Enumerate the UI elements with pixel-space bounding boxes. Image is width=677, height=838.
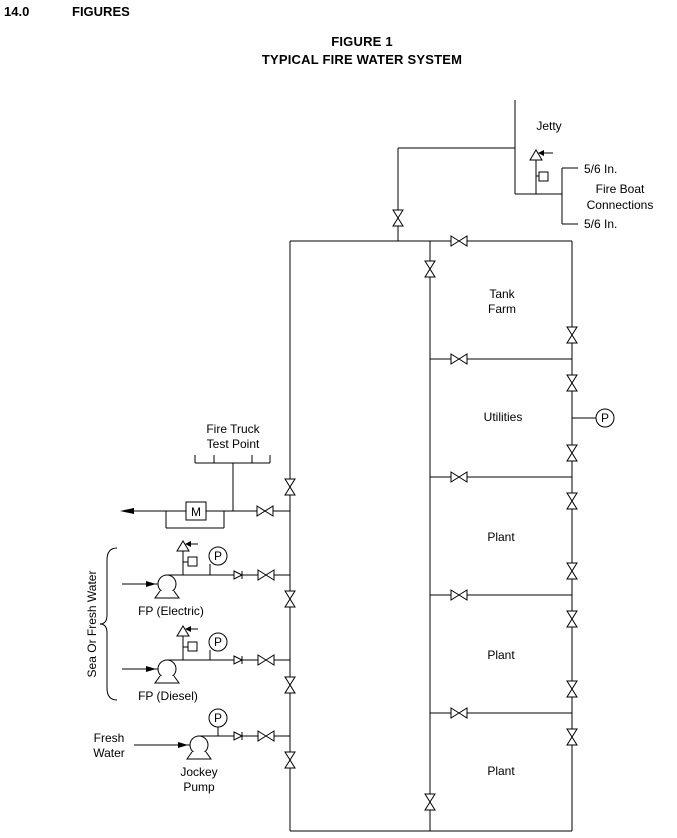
fire-pump-electric: P: [122, 540, 290, 599]
label-sea-fresh-water: Sea Or Fresh Water: [85, 571, 99, 678]
label-fp-diesel: FP (Diesel): [138, 689, 198, 703]
section-number: 14.0: [4, 4, 30, 19]
svg-text:P: P: [214, 711, 222, 725]
label-jockey-1: Jockey: [180, 765, 217, 779]
fire-pump-diesel: P: [122, 625, 290, 684]
jockey-pump: P: [134, 708, 290, 760]
label-conn-bottom: 5/6 In.: [584, 217, 617, 231]
isolation-valves: [284, 209, 578, 811]
jetty-piping: [397, 100, 578, 241]
main-ring-piping: [289, 240, 573, 832]
label-fire-boat-1: Fire Boat: [596, 182, 645, 196]
fire-truck-test-point: M: [120, 455, 290, 529]
utilities-pressure-gauge: P: [595, 408, 615, 428]
label-plant-1: Plant: [487, 530, 515, 544]
label-conn-top: 5/6 In.: [584, 162, 617, 176]
svg-text:P: P: [601, 411, 609, 425]
label-fire-truck-2: Test Point: [207, 437, 260, 451]
svg-text:P: P: [214, 635, 222, 649]
label-tank-1: Tank: [489, 287, 515, 301]
label-fp-electric: FP (Electric): [138, 604, 204, 618]
figure-number: FIGURE 1: [331, 34, 393, 49]
section-title: FIGURES: [72, 4, 130, 19]
label-plant-3: Plant: [487, 764, 515, 778]
label-utilities: Utilities: [484, 410, 523, 424]
label-fire-truck-1: Fire Truck: [206, 422, 260, 436]
figure-title: TYPICAL FIRE WATER SYSTEM: [261, 52, 463, 67]
source-brace: [99, 547, 118, 701]
label-fresh-1: Fresh: [94, 731, 125, 745]
svg-text:M: M: [191, 505, 201, 519]
label-jetty: Jetty: [536, 119, 561, 133]
label-tank-2: Farm: [488, 302, 516, 316]
svg-text:P: P: [214, 549, 222, 563]
label-fire-boat-2: Connections: [587, 198, 654, 212]
label-plant-2: Plant: [487, 648, 515, 662]
label-jockey-2: Pump: [183, 780, 215, 794]
label-fresh-2: Water: [93, 746, 125, 760]
